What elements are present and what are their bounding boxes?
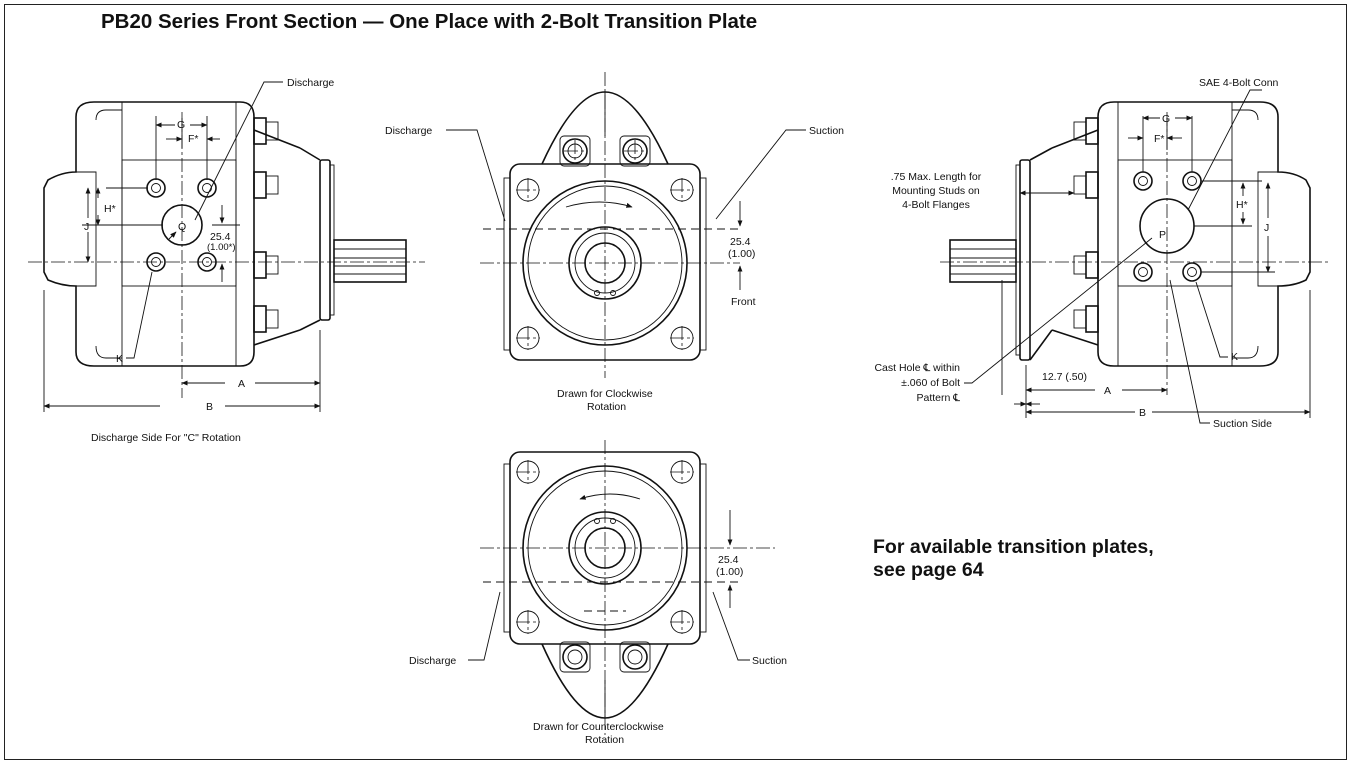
- left-dim-h: H*: [104, 203, 116, 215]
- left-dim-1-00: (1.00*): [207, 242, 236, 253]
- left-dim-k: K: [116, 353, 123, 365]
- right-dim-f: F*: [1154, 133, 1165, 145]
- right-cast-line-2: ±.060 of Bolt: [901, 377, 960, 389]
- right-port-holes: [1133, 171, 1202, 282]
- top-dim-25-4: 25.4: [730, 236, 751, 248]
- front-view-clockwise: Discharge Suction 25.4 (1.00) Front Draw…: [385, 72, 844, 413]
- top-suction-label: Suction: [809, 125, 844, 137]
- right-dim-g: G: [1162, 113, 1170, 125]
- bottom-dim-25-4: 25.4: [718, 554, 739, 566]
- right-bolt-heads: [1073, 117, 1099, 333]
- left-dim-g: G: [177, 119, 185, 131]
- right-studs-line-1: .75 Max. Length for: [891, 171, 982, 183]
- front-view-counterclockwise: 25.4 (1.00) Discharge Suction Drawn for …: [409, 440, 787, 746]
- right-dim-h: H*: [1236, 199, 1248, 211]
- drawing-frame: [4, 4, 1347, 760]
- right-studs-line-2: Mounting Studs on: [892, 185, 980, 197]
- left-dim-f: F*: [188, 133, 199, 145]
- bottom-discharge-label: Discharge: [409, 655, 456, 667]
- top-discharge-label: Discharge: [385, 125, 432, 137]
- bottom-caption-2: Rotation: [585, 734, 624, 746]
- left-dim-a: A: [238, 378, 245, 390]
- left-side-view: Discharge G F* H* J Q 25.4 (1.00*) K A B…: [28, 77, 425, 444]
- bottom-suction-label: Suction: [752, 655, 787, 667]
- page-title: PB20 Series Front Section — One Place wi…: [101, 10, 758, 33]
- top-caption-1: Drawn for Clockwise: [557, 388, 653, 400]
- bottom-dim-1-00: (1.00): [716, 566, 743, 578]
- note-line-1: For available transition plates,: [873, 536, 1154, 558]
- bottom-caption-1: Drawn for Counterclockwise: [533, 721, 664, 733]
- left-dim-b: B: [206, 401, 213, 413]
- left-discharge-label: Discharge: [287, 77, 334, 89]
- right-side-view: SAE 4-Bolt Conn G F* .75 Max. Length for…: [874, 77, 1330, 430]
- left-caption: Discharge Side For "C" Rotation: [91, 432, 241, 444]
- right-dim-12-7: 12.7 (.50): [1042, 371, 1087, 383]
- right-dim-a: A: [1104, 385, 1111, 397]
- right-dim-j: J: [1264, 222, 1269, 234]
- bottom-flange-bolts: [559, 641, 651, 673]
- right-sae-label: SAE 4-Bolt Conn: [1199, 77, 1279, 89]
- right-cast-line-3: Pattern ℄: [916, 392, 960, 404]
- right-dim-b: B: [1139, 407, 1146, 419]
- transition-plates-note: For available transition plates, see pag…: [873, 536, 1154, 582]
- right-studs-line-3: 4-Bolt Flanges: [902, 199, 970, 211]
- right-dim-p: P: [1159, 229, 1166, 241]
- right-cast-line-1: Cast Hole ℄ within: [874, 362, 960, 374]
- left-dim-j: J: [84, 221, 89, 233]
- top-front-label: Front: [731, 296, 756, 308]
- note-line-2: see page 64: [873, 559, 984, 581]
- left-dim-25-4: 25.4: [210, 231, 231, 243]
- right-suction-side-label: Suction Side: [1213, 418, 1272, 430]
- top-dim-1-00: (1.00): [728, 248, 755, 260]
- top-caption-2: Rotation: [587, 401, 626, 413]
- bolt-heads: [253, 117, 279, 333]
- right-dim-k: K: [1231, 351, 1238, 363]
- left-dim-q: Q: [178, 221, 186, 233]
